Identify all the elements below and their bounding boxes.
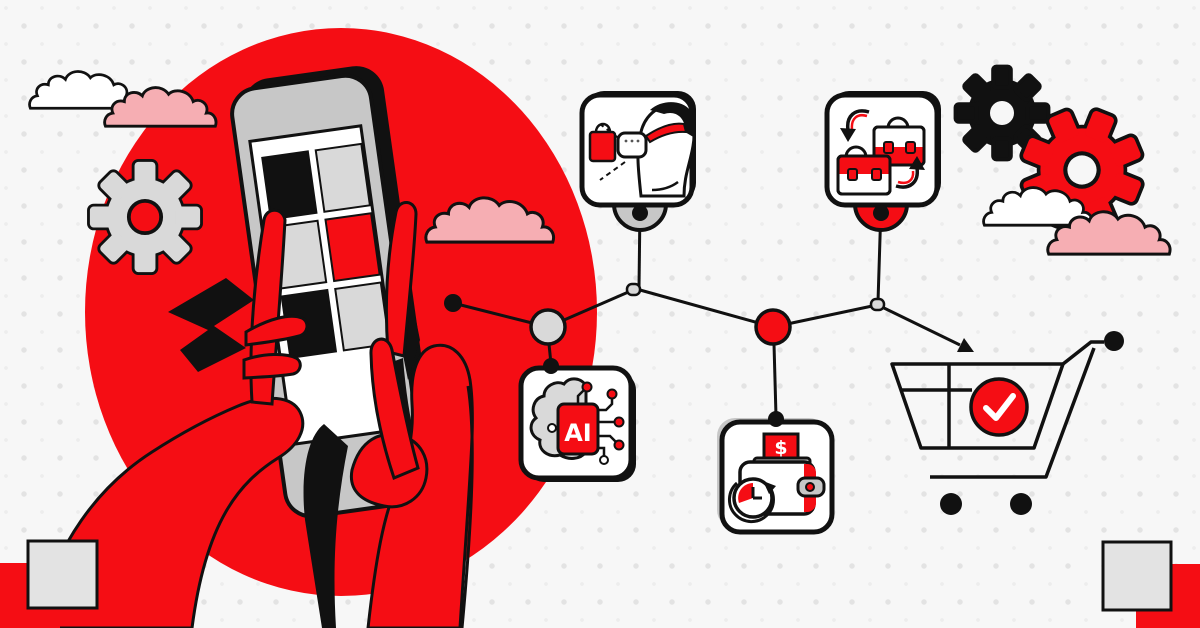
shopping-bag-icon xyxy=(588,130,617,163)
wallet-payment-icon: $ xyxy=(717,411,835,535)
connector-node xyxy=(754,308,792,346)
transfer-arrow-up xyxy=(895,167,919,189)
arrow-head xyxy=(957,338,974,352)
app-tile xyxy=(324,212,381,283)
connector-dot xyxy=(444,294,462,312)
checkmark-icon xyxy=(983,393,1016,421)
thumb xyxy=(369,337,420,481)
vr-headset xyxy=(616,131,648,159)
ai-chip xyxy=(556,402,600,456)
cart-wheel xyxy=(1010,493,1032,515)
right-hand xyxy=(349,201,474,628)
check-badge xyxy=(969,377,1029,437)
connector-junction xyxy=(869,297,886,312)
app-tile xyxy=(261,150,318,221)
transfer-arrow-down xyxy=(846,109,870,131)
cart-wheel xyxy=(940,493,962,515)
hair xyxy=(650,102,696,138)
briefcase-exchange-icon xyxy=(824,91,941,232)
app-tile xyxy=(314,142,372,213)
ai-chip-label: AI xyxy=(564,419,592,447)
ai-chip-icon: AI xyxy=(518,358,636,482)
gear-icon xyxy=(90,162,200,272)
dollar-sign: $ xyxy=(774,437,787,459)
shopping-bag-handle xyxy=(594,122,612,133)
corner-square xyxy=(1101,540,1173,612)
connector-node xyxy=(529,308,567,346)
corner-square xyxy=(26,539,99,610)
connector-junction xyxy=(625,282,642,297)
gear-icon xyxy=(1003,91,1160,248)
vr-shopping-icon xyxy=(579,91,696,232)
shopping-cart-check-icon xyxy=(890,331,1124,515)
circuit-traces xyxy=(576,389,617,456)
gear-icon xyxy=(956,67,1049,160)
app-tile-grid xyxy=(261,142,391,359)
headset-strap xyxy=(644,122,688,144)
